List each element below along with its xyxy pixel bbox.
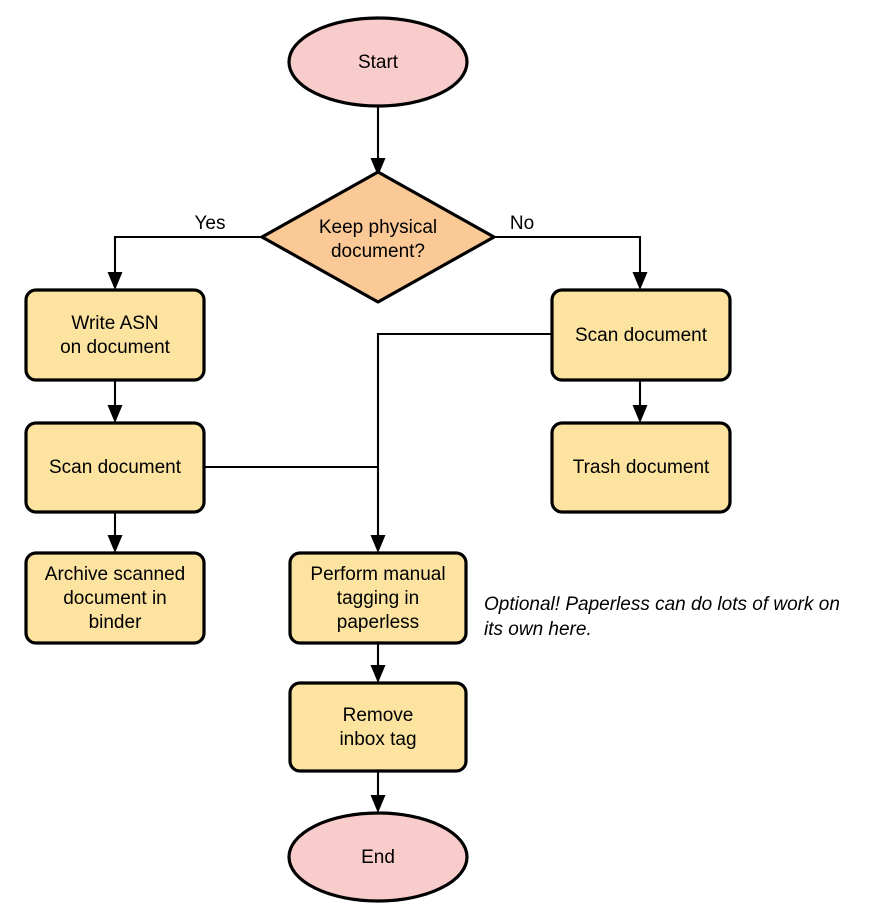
node-trash-document-label: Trash document (573, 457, 710, 478)
node-decision-keep-physical-document[interactable]: Keep physical document? (260, 170, 496, 304)
node-trash-document[interactable]: Trash document (550, 421, 732, 514)
node-write-asn-label-line1: Write ASN (71, 313, 158, 334)
edge-decision-no-to-scan-right (494, 235, 648, 290)
edge-label-no: No (510, 213, 534, 234)
node-write-asn-label-line2: on document (60, 337, 171, 358)
node-manual-tagging-label-line1: Perform manual (310, 564, 445, 585)
node-archive-label-line2: document in (63, 588, 167, 609)
edge-manual-tagging-to-remove-inbox (370, 643, 386, 683)
node-archive-label-line3: binder (89, 612, 142, 633)
node-perform-manual-tagging[interactable]: Perform manual tagging in paperless (288, 551, 468, 645)
node-scan-document-left-label: Scan document (49, 457, 182, 478)
node-start-label: Start (358, 52, 399, 73)
edge-scan-right-to-trash (632, 380, 648, 423)
node-remove-inbox-label-line2: inbox tag (339, 729, 416, 750)
annotation-optional-note-line2: its own here. (484, 619, 592, 640)
node-remove-inbox-tag[interactable]: Remove inbox tag (288, 681, 468, 773)
node-write-asn-on-document[interactable]: Write ASN on document (24, 288, 206, 382)
edge-scan-right-to-manual-tagging (370, 332, 552, 553)
annotation-optional-note-line1: Optional! Paperless can do lots of work … (484, 594, 840, 615)
node-archive-scanned-document[interactable]: Archive scanned document in binder (24, 551, 206, 645)
node-decision-label-line2: document? (331, 241, 425, 262)
node-end[interactable]: End (287, 811, 469, 903)
node-start[interactable]: Start (287, 16, 469, 108)
edge-scan-left-to-archive (107, 512, 123, 553)
node-end-label: End (361, 847, 395, 868)
node-scan-document-right-label: Scan document (575, 325, 708, 346)
node-archive-label-line1: Archive scanned (45, 564, 185, 585)
edge-decision-yes-to-write-asn (107, 235, 262, 290)
edge-write-asn-to-scan-left (107, 380, 123, 423)
node-manual-tagging-label-line3: paperless (337, 612, 419, 633)
node-scan-document-left[interactable]: Scan document (24, 421, 206, 514)
annotation-optional-note: Optional! Paperless can do lots of work … (484, 594, 840, 640)
edge-remove-inbox-to-end (370, 771, 386, 813)
node-remove-inbox-label-line1: Remove (343, 705, 414, 726)
edge-label-yes: Yes (195, 213, 226, 234)
node-scan-document-right[interactable]: Scan document (550, 288, 732, 382)
node-decision-label-line1: Keep physical (319, 217, 437, 238)
node-manual-tagging-label-line2: tagging in (337, 588, 419, 609)
edge-start-to-decision (370, 107, 386, 176)
